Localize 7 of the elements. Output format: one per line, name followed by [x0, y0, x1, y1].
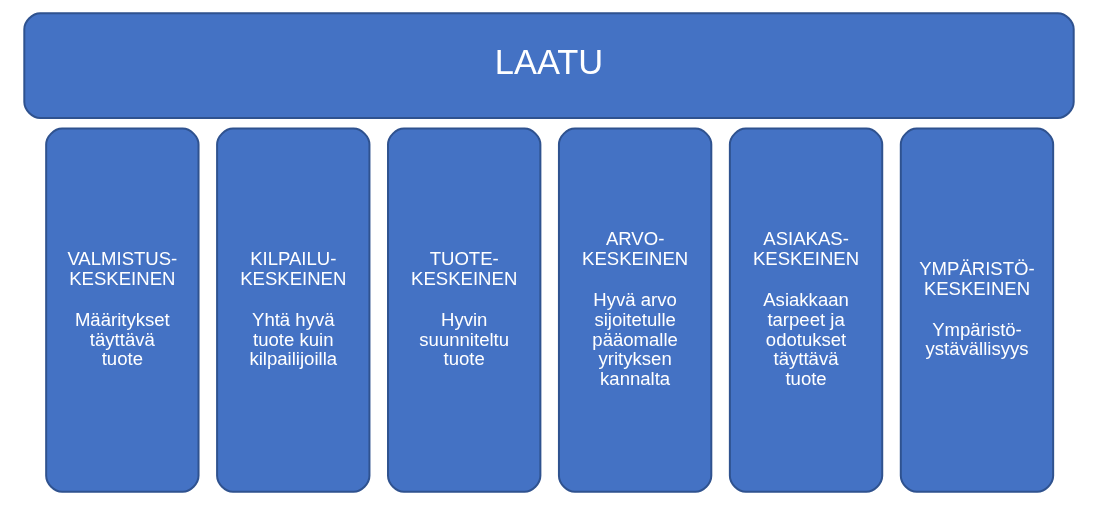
- node-box: LAATU: [22, 12, 1075, 119]
- node-box: ARVO- KESKEINEN Hyvä arvo sijoitetulle pääomalle yrityksen kannalta: [557, 127, 712, 493]
- node-box: KILPAILU- KESKEINEN Yhtä hyvä tuote kuin kilpailijoilla: [215, 127, 370, 493]
- node-box: VALMISTUS- KESKEINEN Määritykset täyttävä tuote: [44, 127, 200, 493]
- node-box: YMPÄRISTÖ- KESKEINEN Ympäristö- ystävällisyys: [899, 127, 1054, 493]
- node-box: TUOTE- KESKEINEN Hyvin suunniteltu tuote: [386, 127, 541, 493]
- node-box: ASIAKAS- KESKEINEN Asiakkaan tarpeet ja odotukset täyttävä tuote: [728, 127, 883, 493]
